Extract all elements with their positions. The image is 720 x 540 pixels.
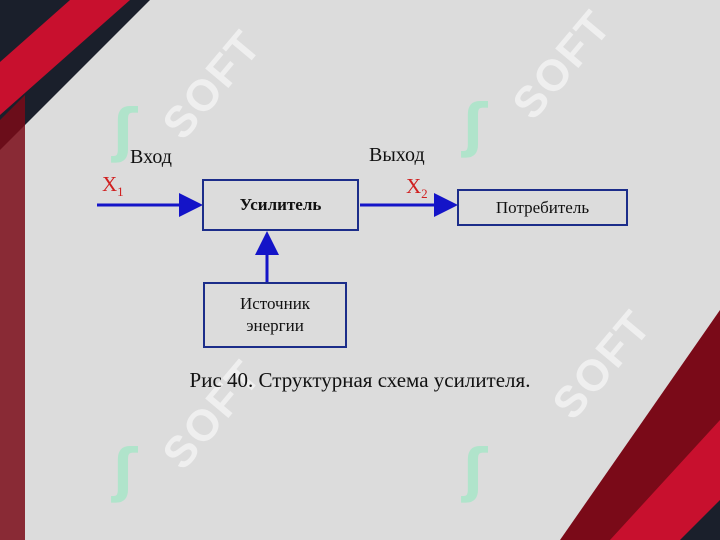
output-label: Выход xyxy=(369,144,425,166)
watermark-logo-icon: ʃ xyxy=(462,436,488,504)
figure-caption: Рис 40. Структурная схема усилителя. xyxy=(189,368,531,392)
energy-source-block: Источник энергии xyxy=(203,282,347,348)
consumer-label: Потребитель xyxy=(495,197,590,217)
consumer-block: Потребитель xyxy=(457,189,628,226)
amplifier-block: Усилитель xyxy=(202,179,359,231)
input-variable-subscript: 1 xyxy=(117,184,124,200)
amplifier-label: Усилитель xyxy=(239,195,322,214)
output-variable-symbol: X xyxy=(406,174,422,198)
input-variable-symbol: X xyxy=(102,172,118,196)
input-label: Вход xyxy=(130,146,172,168)
output-variable: X2 xyxy=(406,174,428,202)
energy-source-line1: Источник xyxy=(239,294,311,313)
watermark-logo-icon: ʃ xyxy=(112,436,138,504)
input-variable: X1 xyxy=(102,172,124,200)
watermark-logo-icon: ʃ xyxy=(462,91,488,159)
watermark-logo-icon: ʃ xyxy=(112,96,138,164)
output-variable-subscript: 2 xyxy=(421,186,428,202)
energy-source-line2: энергии xyxy=(246,316,304,335)
